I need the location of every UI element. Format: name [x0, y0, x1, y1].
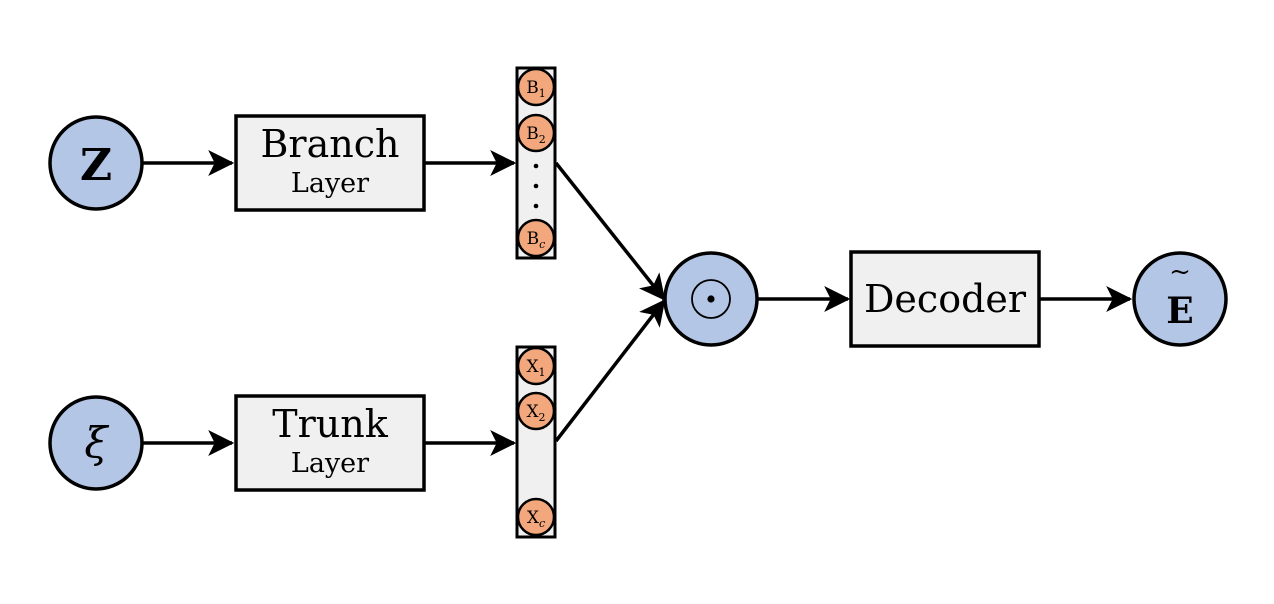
combine-node — [663, 251, 759, 347]
cell-subscript: c — [539, 517, 545, 530]
cell-subscript: 2 — [539, 411, 546, 424]
cell-letter: B — [526, 124, 539, 144]
branch-layer-box: Branch Layer — [234, 114, 426, 212]
cell-letter: X — [526, 357, 539, 377]
branch-output-cell-c: Bc — [516, 218, 556, 258]
svg-text:B1: B1 — [526, 78, 546, 100]
branch-output-cell-1: B1 — [516, 67, 556, 107]
cell-subscript: c — [539, 238, 545, 251]
cell-letter: X — [527, 508, 540, 528]
arrow-xvector-to-combine — [554, 299, 666, 443]
cell-letter: B — [527, 229, 540, 249]
output-accent: ~ — [1169, 257, 1191, 287]
output-node: ~ E — [1132, 251, 1228, 347]
cell-subscript: 1 — [539, 87, 546, 100]
arrow-bvector-to-combine — [554, 161, 666, 301]
trunk-input-label: ξ — [84, 418, 109, 467]
cell-letter: B — [526, 78, 539, 98]
trunk-output-cell-1: X1 — [516, 346, 556, 386]
svg-text:Bc: Bc — [527, 229, 546, 251]
trunk-layer-subtitle: Layer — [291, 448, 369, 479]
decoder-label: Decoder — [864, 277, 1027, 321]
decoder-box: Decoder — [849, 250, 1041, 348]
trunk-layer-box: Trunk Layer — [234, 394, 426, 492]
odot-icon — [691, 279, 731, 319]
cell-subscript: 1 — [539, 366, 546, 379]
svg-text:X1: X1 — [526, 357, 545, 379]
trunk-output-cell-c: Xc — [516, 497, 556, 537]
trunk-output-vector: X1 X2 Xc — [515, 345, 557, 539]
branch-layer-title: Branch — [261, 122, 400, 166]
trunk-input-node: ξ — [48, 395, 144, 491]
branch-input-node: Z — [48, 115, 144, 211]
branch-output-cell-2: B2 — [516, 113, 556, 153]
cell-subscript: 2 — [539, 133, 546, 146]
branch-ellipsis — [533, 163, 539, 209]
svg-text:X2: X2 — [526, 402, 545, 424]
svg-text:Xc: Xc — [527, 508, 545, 530]
trunk-output-cell-2: X2 — [516, 391, 556, 431]
branch-input-label: Z — [80, 140, 112, 191]
branch-output-vector: B1 B2 Bc — [515, 66, 557, 260]
edges — [143, 150, 1133, 456]
svg-text:B2: B2 — [526, 124, 546, 146]
output-label: E — [1166, 290, 1193, 332]
trunk-layer-title: Trunk — [272, 402, 388, 446]
cell-letter: X — [526, 402, 539, 422]
branch-layer-subtitle: Layer — [291, 168, 369, 199]
